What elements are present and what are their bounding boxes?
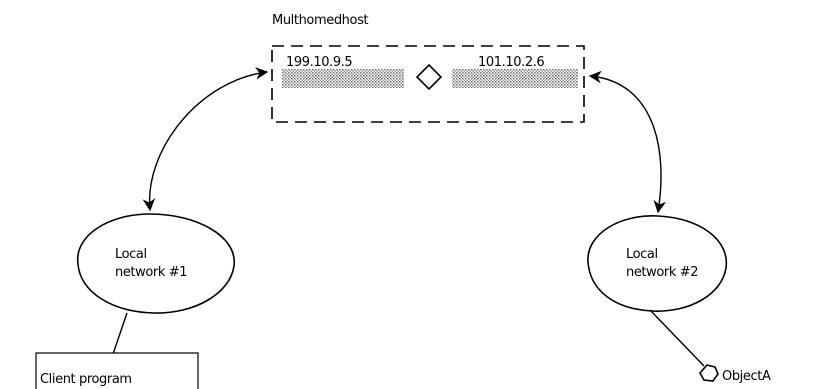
client-link-line xyxy=(112,312,128,355)
left-interface-bar xyxy=(282,69,404,88)
host-dashed-box xyxy=(271,45,585,123)
connection-arrow-right xyxy=(588,70,667,214)
object-link-line xyxy=(649,309,705,367)
network-2-label-line1: Local xyxy=(626,247,658,262)
host-title: Multhomedhost xyxy=(272,13,368,28)
client-program: Client program xyxy=(35,352,199,389)
client-program-box xyxy=(35,352,199,389)
host-diamond-icon xyxy=(415,63,443,91)
right-ip-address: 101.10.2.6 xyxy=(478,55,544,70)
network-2-label-line2: network #2 xyxy=(626,265,698,280)
object-label: ObjectA xyxy=(722,369,771,384)
connection-arrow-left xyxy=(142,67,269,212)
client-program-label: Client program xyxy=(40,372,132,387)
network-1-bubble xyxy=(77,213,235,314)
multihomed-host: Multhomedhost 199.10.9.5 101.10.2.6 xyxy=(271,13,585,123)
right-interface-bar xyxy=(452,69,578,88)
local-network-1: Local network #1 xyxy=(77,213,235,314)
local-network-2: Local network #2 xyxy=(587,215,728,312)
network-2-bubble xyxy=(587,215,728,312)
network-1-label-line1: Local xyxy=(115,247,147,262)
left-ip-address: 199.10.9.5 xyxy=(286,55,352,70)
network-1-label-line2: network #1 xyxy=(115,265,187,280)
object-a: ObjectA xyxy=(699,364,771,384)
object-hexagon-icon xyxy=(699,364,719,382)
